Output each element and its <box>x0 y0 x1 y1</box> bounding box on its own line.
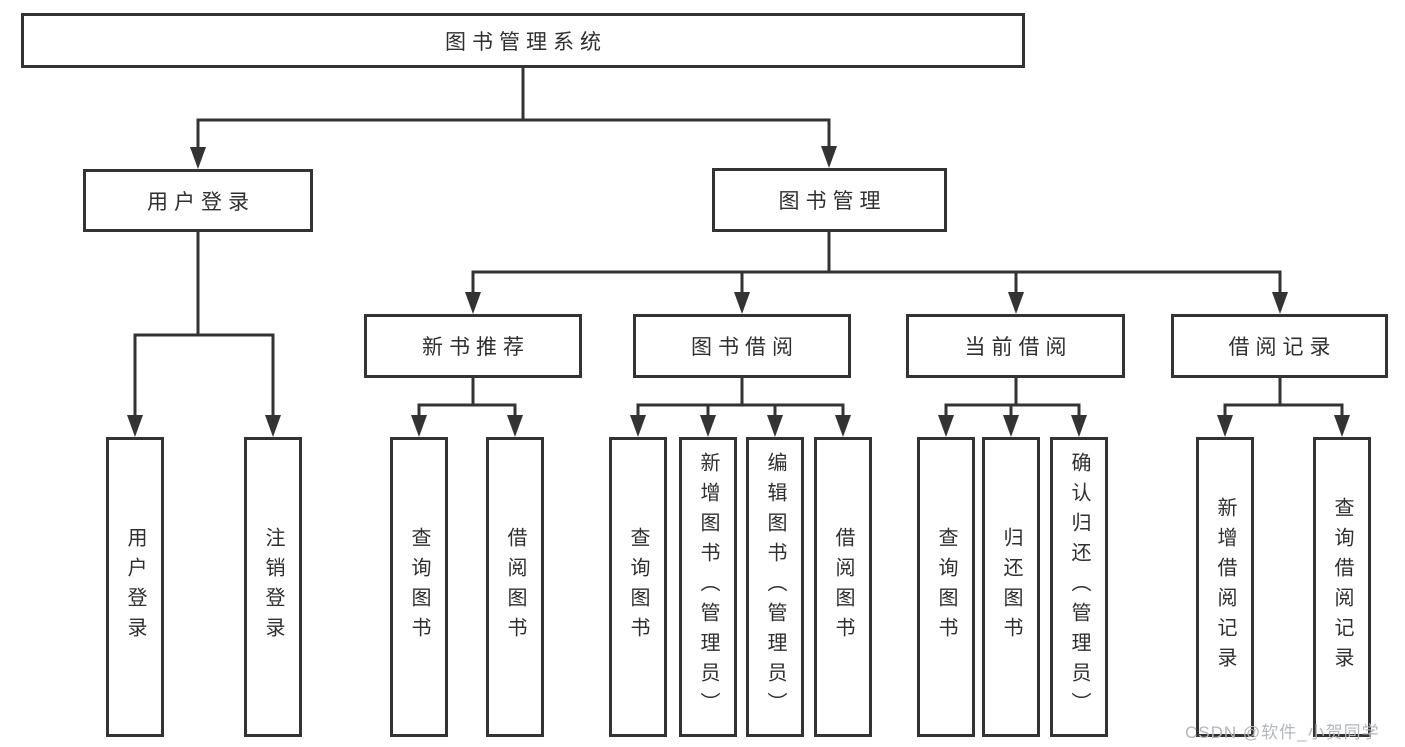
node-label: 查询图书 <box>627 527 649 647</box>
node-leaf-confirm-return-admin: 确认归还（管理员） <box>1050 437 1108 737</box>
node-leaf-query-book-3: 查询图书 <box>917 437 975 737</box>
node-borrow-record: 借阅记录 <box>1171 314 1388 378</box>
node-label: 借阅图书 <box>832 527 854 647</box>
node-book-management: 图书管理 <box>712 168 947 232</box>
node-leaf-query-borrow-record: 查询借阅记录 <box>1313 437 1371 737</box>
node-label: 查询图书 <box>935 527 957 647</box>
node-label: 图书管理 <box>778 190 887 213</box>
node-label: 新增图书（管理员） <box>697 452 719 722</box>
node-label: 查询图书 <box>408 527 430 647</box>
node-library-system: 图书管理系统 <box>21 13 1025 68</box>
node-leaf-add-borrow-record: 新增借阅记录 <box>1196 437 1254 737</box>
csdn-watermark: CSDN @软件_小贺同学 <box>1185 723 1380 742</box>
node-leaf-edit-book-admin: 编辑图书（管理员） <box>746 437 804 737</box>
node-leaf-query-book-1: 查询图书 <box>390 437 448 737</box>
node-leaf-borrow-book-1: 借阅图书 <box>486 437 544 737</box>
node-leaf-query-book-2: 查询图书 <box>609 437 667 737</box>
node-new-book-recommend: 新书推荐 <box>364 314 582 378</box>
node-label: 注销登录 <box>262 527 284 647</box>
node-current-borrow: 当前借阅 <box>906 314 1125 378</box>
node-label: 借阅图书 <box>504 527 526 647</box>
node-label: 确认归还（管理员） <box>1068 452 1090 722</box>
node-label: 归还图书 <box>1000 527 1022 647</box>
node-book-borrow: 图书借阅 <box>633 314 851 378</box>
node-leaf-borrow-book-2: 借阅图书 <box>814 437 872 737</box>
node-leaf-user-login: 用户登录 <box>106 437 164 737</box>
node-label: 用户登录 <box>124 527 146 647</box>
node-label: 查询借阅记录 <box>1331 497 1353 677</box>
node-label: 用户登录 <box>147 190 255 214</box>
node-leaf-add-book-admin: 新增图书（管理员） <box>679 437 737 737</box>
node-label: 图书管理系统 <box>445 30 607 54</box>
node-label: 编辑图书（管理员） <box>764 452 786 722</box>
node-leaf-return-book: 归还图书 <box>982 437 1040 737</box>
node-leaf-logout: 注销登录 <box>244 437 302 737</box>
node-label: 新书推荐 <box>422 336 530 359</box>
node-label: 借阅记录 <box>1228 336 1337 359</box>
node-label: 新增借阅记录 <box>1214 497 1236 677</box>
node-user-login: 用户登录 <box>83 169 313 232</box>
node-label: 当前借阅 <box>964 336 1073 359</box>
node-label: 图书借阅 <box>691 336 799 359</box>
